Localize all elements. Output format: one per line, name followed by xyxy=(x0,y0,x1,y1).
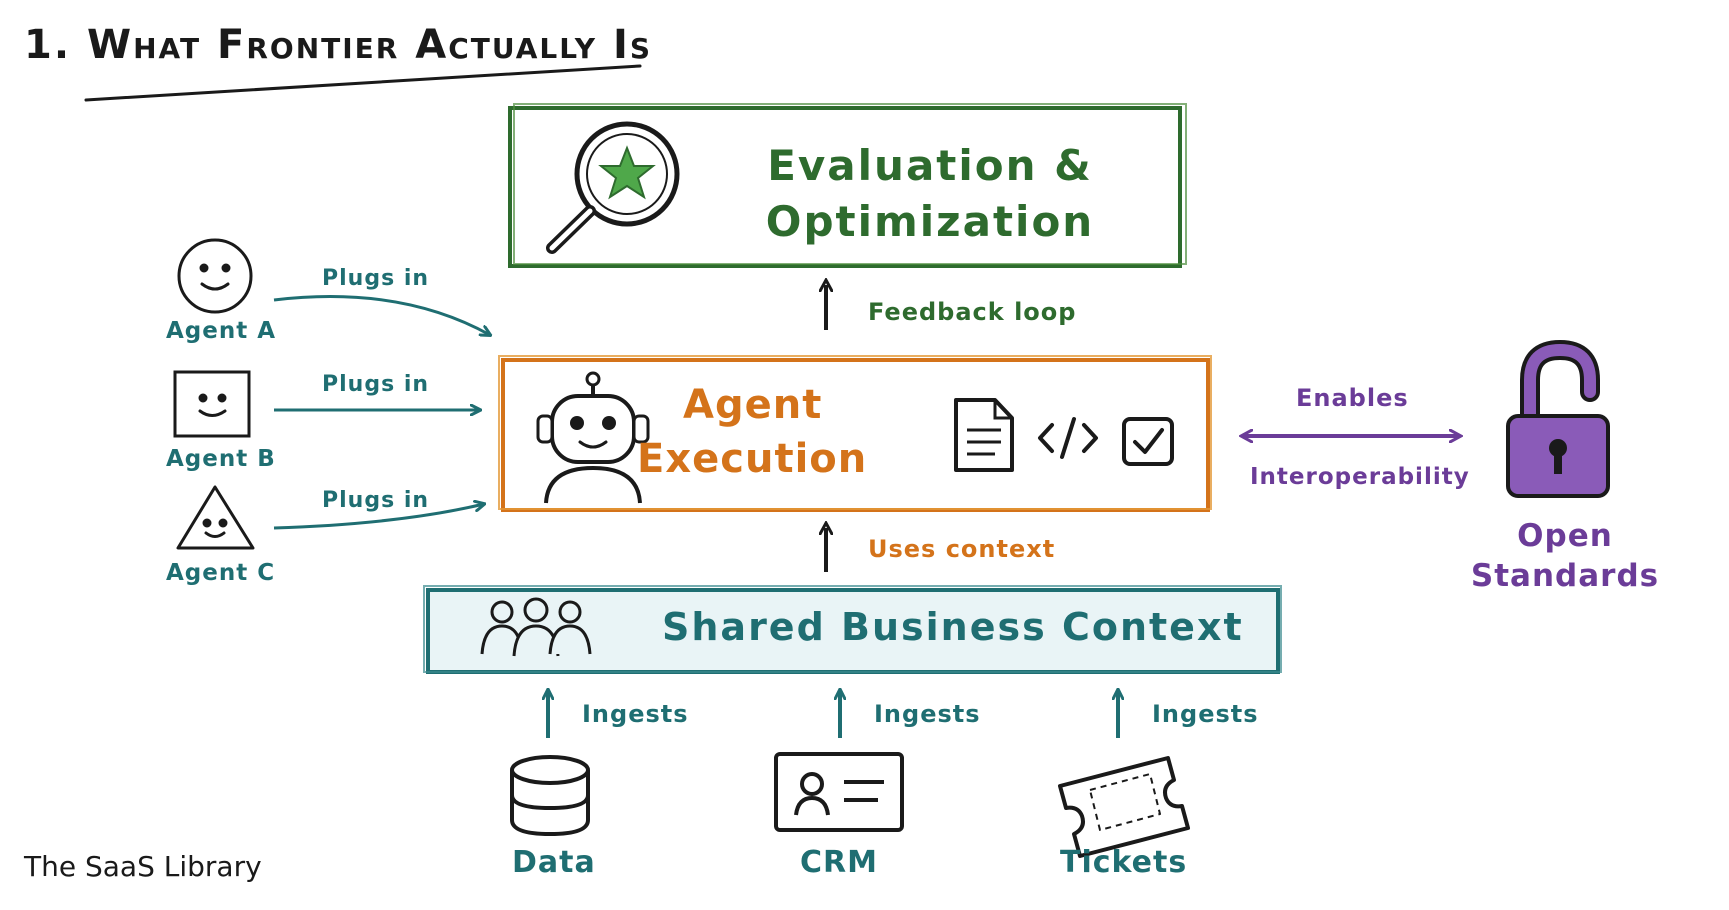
evaluation-line-2: Optimization xyxy=(765,197,1095,246)
agent-a-label: Agent A xyxy=(166,318,277,344)
agent-a-connector-label: Plugs in xyxy=(322,266,430,291)
ticket-icon xyxy=(1058,756,1190,858)
evaluation-title: Evaluation & Optimization xyxy=(730,138,1130,250)
interoperability-label: Interoperability xyxy=(1250,464,1470,490)
execution-line-1: Agent xyxy=(683,382,823,428)
checkbox-icon xyxy=(1122,417,1174,466)
enables-label: Enables xyxy=(1296,384,1409,412)
title-underline xyxy=(84,64,642,102)
evaluation-line-1: Evaluation & xyxy=(767,141,1093,190)
tickets-label: Tickets xyxy=(1060,845,1188,880)
smiley-triangle-icon xyxy=(176,485,255,550)
brand-signature: The SaaS Library xyxy=(24,850,262,883)
agent-c-connector-label: Plugs in xyxy=(322,488,430,513)
execution-line-2: Execution xyxy=(637,436,868,482)
contact-card-icon xyxy=(774,752,904,832)
smiley-square-icon xyxy=(173,370,251,438)
unlocked-padlock-icon xyxy=(1506,339,1610,498)
agent-c-label: Agent C xyxy=(166,560,276,586)
execution-title: Agent Execution xyxy=(637,378,867,486)
shared-context-title: Shared Business Context xyxy=(662,605,1244,649)
code-icon xyxy=(1038,417,1098,459)
open-standards-line-2: Standards xyxy=(1470,558,1660,594)
agent-c-arrow xyxy=(273,504,484,530)
crm-connector-label: Ingests xyxy=(874,700,981,728)
open-standards-line-1: Open xyxy=(1517,518,1613,554)
data-label: Data xyxy=(512,845,596,880)
uses-context-label: Uses context xyxy=(868,535,1056,563)
tickets-connector-label: Ingests xyxy=(1152,700,1259,728)
agent-a-arrow xyxy=(273,295,490,335)
open-standards-label: Open Standards xyxy=(1470,516,1660,596)
agent-b-label: Agent B xyxy=(166,446,276,472)
database-icon xyxy=(510,755,590,837)
robot-icon xyxy=(536,371,650,504)
smiley-circle-icon xyxy=(177,238,253,314)
crm-label: CRM xyxy=(800,845,878,880)
document-icon xyxy=(954,398,1014,472)
data-connector-label: Ingests xyxy=(582,700,689,728)
people-icon xyxy=(480,597,592,657)
magnifier-star-icon xyxy=(546,121,680,254)
feedback-label: Feedback loop xyxy=(868,298,1077,326)
page-title: 1. What Frontier Actually Is xyxy=(24,22,653,68)
agent-b-connector-label: Plugs in xyxy=(322,372,430,397)
